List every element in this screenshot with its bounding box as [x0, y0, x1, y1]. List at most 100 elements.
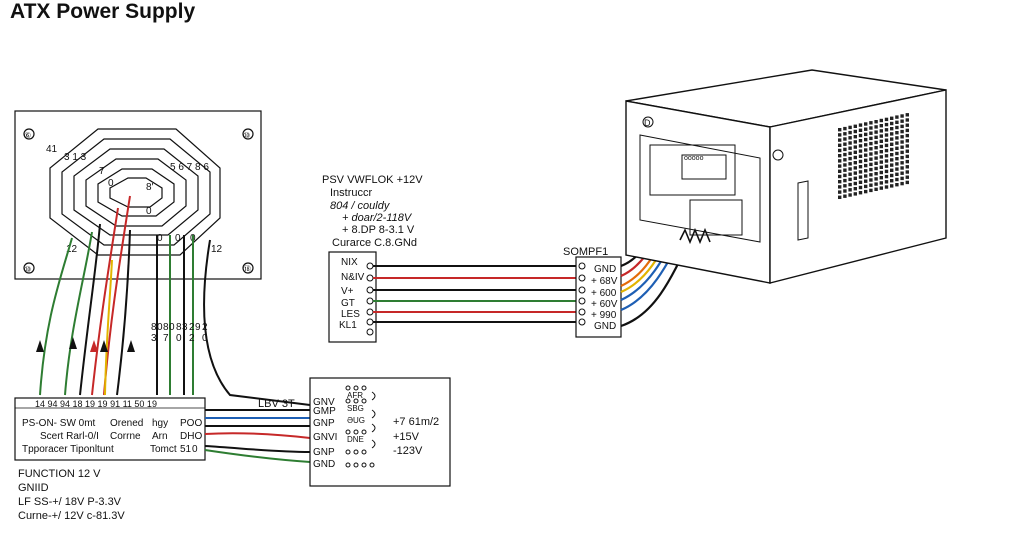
- vent-hole: [895, 183, 899, 187]
- vent-hole: [838, 174, 842, 179]
- output-terminals: [578, 262, 586, 326]
- vent-hole: [879, 134, 883, 138]
- vent-hole: [843, 132, 847, 136]
- vent-hole: [858, 154, 863, 158]
- vent-hole: [858, 170, 863, 174]
- vent-hole: [884, 138, 889, 142]
- vent-hole: [848, 136, 852, 140]
- vent-hole: [864, 148, 868, 152]
- vent-hole: [884, 117, 889, 122]
- connector-row3-col3: 51: [180, 444, 192, 455]
- vent-hole: [869, 188, 873, 193]
- output-label: + 68V: [591, 276, 618, 287]
- terminal-icon: [366, 318, 374, 326]
- vent-hole: [853, 150, 857, 154]
- vent-hole: [853, 181, 857, 186]
- vent-hole: [843, 137, 847, 141]
- vent-hole: [858, 128, 863, 132]
- wire-red: [204, 432, 311, 439]
- vent-hole: [838, 190, 842, 194]
- wire-number: 9: [195, 322, 201, 333]
- connector-row1-col1: PS-ON- SW 0mt: [22, 418, 96, 429]
- psu-side-face: [769, 89, 947, 284]
- vent-hole: [879, 186, 883, 190]
- pin-dot: [345, 429, 351, 435]
- vent-hole: [874, 166, 878, 171]
- output-block: SOMPF1 GND + 68V + 600 + 60V + 990 GND: [563, 246, 622, 338]
- vent-hole: [874, 135, 878, 139]
- vent-hole: [884, 174, 889, 179]
- fan-inner-label: 0: [146, 206, 152, 217]
- vent-hole: [874, 161, 878, 165]
- psu-switch-housing: [689, 199, 743, 236]
- vent-hole: [884, 133, 889, 137]
- pin-dot: [353, 462, 359, 468]
- vent-hole: [853, 140, 857, 144]
- vent-hole: [874, 177, 878, 181]
- vent-hole: [853, 161, 857, 165]
- vent-hole: [858, 133, 863, 138]
- vent-hole: [895, 136, 899, 140]
- vent-hole: [905, 180, 909, 185]
- pin-dot: [361, 462, 367, 468]
- fan-corner-label: ⑩: [24, 265, 31, 274]
- output-label: + 990: [591, 310, 617, 321]
- vent-hole: [890, 179, 894, 183]
- vent-hole: [843, 147, 847, 152]
- terminal-icon: [578, 318, 586, 326]
- vent-hole: [838, 159, 842, 163]
- vent-hole: [843, 152, 847, 157]
- terminal-icon: [366, 328, 374, 336]
- instruction-line: Instruccr: [330, 187, 373, 199]
- vent-hole: [900, 161, 904, 165]
- terminal-icon: [366, 262, 374, 270]
- vent-hole: [879, 118, 883, 123]
- wire-number: 0: [202, 333, 208, 344]
- wire-black: [79, 223, 101, 396]
- middle-pin: AFR: [347, 391, 363, 400]
- wire-yellow: [104, 259, 113, 396]
- wire-number: 8: [163, 322, 169, 333]
- vent-hole: [890, 147, 894, 152]
- output-label: GND: [594, 264, 616, 275]
- wire-number: 8: [176, 322, 182, 333]
- vent-hole: [879, 170, 883, 175]
- arrow-icon: [90, 340, 98, 352]
- vent-hole: [848, 177, 852, 182]
- note-line: FUNCTION 12 V: [18, 468, 101, 480]
- vent-hole: [890, 127, 894, 131]
- terminal-icon: [578, 297, 586, 305]
- vent-hole: [905, 144, 909, 148]
- output-block-title: SOMPF1: [563, 246, 608, 258]
- input-label: KL1: [339, 320, 357, 331]
- connector-row2-col3: Arn: [152, 431, 168, 442]
- vent-hole: [895, 131, 899, 135]
- vent-hole: [900, 155, 904, 160]
- connector-pin-numbers: 14 94 94 18 19 19 91 11 50 19: [35, 399, 157, 409]
- vent-hole: [848, 162, 852, 166]
- vent-hole: [874, 151, 878, 155]
- vent-hole: [864, 179, 868, 183]
- vent-hole: [905, 175, 909, 179]
- vent-hole: [848, 130, 852, 135]
- fan-bottom-label: 0: [157, 233, 163, 244]
- vent-hole: [864, 122, 868, 126]
- vent-hole: [884, 148, 889, 153]
- vent-hole: [848, 172, 852, 176]
- pin-dot: [345, 449, 351, 455]
- wire-number: 2: [189, 322, 195, 333]
- output-block-frame: [575, 256, 622, 338]
- fan-plate: [14, 110, 262, 280]
- vent-hole: [895, 177, 899, 182]
- connector-row3-col4: 0: [192, 444, 198, 455]
- instruction-line: 804 / couldy: [330, 200, 391, 212]
- screw-icon: [23, 262, 35, 274]
- vent-hole: [874, 146, 878, 150]
- vent-hole: [900, 176, 904, 181]
- fan-ring: [61, 138, 211, 246]
- instruction-line: + 8.DP 8-3.1 V: [342, 224, 415, 236]
- connector-row1-col2: Orened: [110, 418, 143, 429]
- wire-number: 0: [176, 333, 182, 344]
- terminal-icon: [366, 297, 374, 305]
- note-line: GNIID: [18, 482, 49, 494]
